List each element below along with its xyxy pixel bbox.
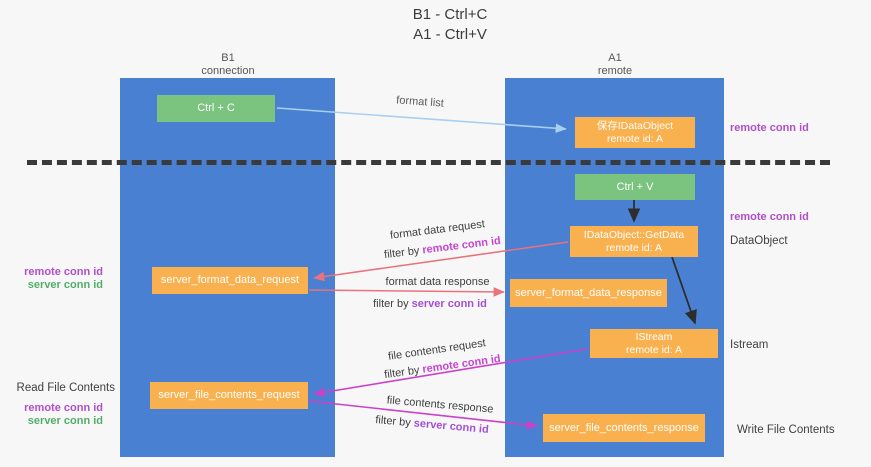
format-data-response-label: format data response <box>385 276 490 288</box>
format-data-response-arrow <box>308 287 505 297</box>
getdata-box: IDataObject::GetData remote id: A <box>570 226 698 257</box>
ctrl-c-box: Ctrl + C <box>157 95 275 122</box>
server-conn-id-label-left: server conn id <box>27 415 103 427</box>
diagram-title: B1 - Ctrl+C A1 - Ctrl+V <box>320 5 580 45</box>
istream-line1: IStream <box>635 330 673 343</box>
server-conn-id-highlight: server conn id <box>413 417 490 436</box>
filter-by-text: filter by <box>374 414 412 430</box>
getdata-line2: remote id: A <box>605 241 663 254</box>
format-data-response-filter-label: filter by server conn id <box>345 298 515 311</box>
dataobject-label: DataObject <box>730 235 788 247</box>
istream-box: IStream remote id: A <box>590 329 718 358</box>
lane-header-b1: B1 connection <box>163 52 293 78</box>
format-list-label: format list <box>395 94 445 110</box>
ctrl-v-label: Ctrl + V <box>616 180 654 193</box>
istream-side-label: Istream <box>730 339 769 351</box>
server-file-contents-response-label: server_file_contents_response <box>549 421 699 434</box>
remote-conn-id-highlight: remote conn id <box>421 234 502 257</box>
ctrl-c-label: Ctrl + C <box>197 102 235 114</box>
title-line-2: A1 - Ctrl+V <box>413 26 487 43</box>
remote-conn-id-label-top: remote conn id <box>730 122 809 134</box>
lane-a1-subtitle: remote <box>597 65 633 77</box>
filter-by-text: filter by <box>383 244 421 262</box>
server-format-data-request-box: server_format_data_request <box>152 267 308 294</box>
server-conn-id-label-left: server conn id <box>27 279 103 291</box>
server-file-contents-request-box: server_file_contents_request <box>150 382 308 409</box>
write-file-contents-label: Write File Contents <box>737 424 835 436</box>
ctrl-v-box: Ctrl + V <box>575 174 695 200</box>
lane-b1-name: B1 <box>221 52 235 64</box>
server-file-contents-request-label: server_file_contents_request <box>158 389 300 401</box>
filter-by-text: filter by <box>373 298 409 310</box>
server-conn-id-highlight: server conn id <box>411 298 487 310</box>
left-conn-id-group-file: remote conn id server conn id <box>15 402 103 428</box>
save-idataobject-box: 保存IDataObject remote id: A <box>575 117 695 148</box>
remote-conn-id-label-left: remote conn id <box>24 266 103 278</box>
title-line-1: B1 - Ctrl+C <box>412 6 488 23</box>
read-file-contents-label: Read File Contents <box>16 382 115 394</box>
left-conn-id-group-format: remote conn id server conn id <box>15 266 103 292</box>
remote-conn-id-label-left: remote conn id <box>24 402 103 414</box>
server-file-contents-response-box: server_file_contents_response <box>543 414 705 442</box>
filter-by-text: filter by <box>383 364 421 382</box>
server-format-data-response-label: server_format_data_response <box>515 286 662 299</box>
lane-header-a1: A1 remote <box>550 52 680 78</box>
server-format-data-response-box: server_format_data_response <box>510 279 667 307</box>
lane-a1-name: A1 <box>608 52 622 64</box>
server-format-data-request-label: server_format_data_request <box>160 274 300 286</box>
clipboard-boundary-divider <box>27 160 830 165</box>
save-idataobject-line2: remote id: A <box>606 132 664 145</box>
istream-line2: remote id: A <box>625 343 683 356</box>
getdata-line1: IDataObject::GetData <box>583 228 685 241</box>
remote-conn-id-label-mid: remote conn id <box>730 211 809 223</box>
lane-b1-subtitle: connection <box>201 65 255 77</box>
save-idataobject-line1: 保存IDataObject <box>596 119 674 132</box>
